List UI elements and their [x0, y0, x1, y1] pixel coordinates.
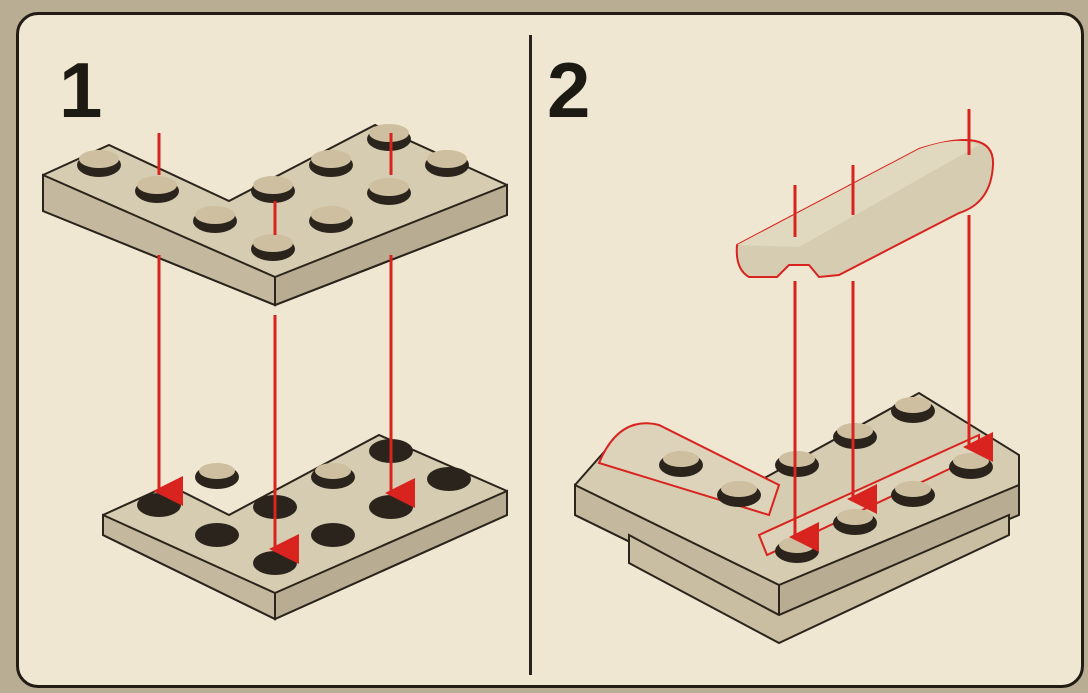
assembly-illustration [19, 15, 1084, 688]
instruction-panel: 1 2 [16, 12, 1084, 688]
step-2-curved-tile [737, 140, 993, 277]
step-1-bottom-plate [103, 435, 507, 619]
step-2-base-assembly [575, 393, 1019, 643]
